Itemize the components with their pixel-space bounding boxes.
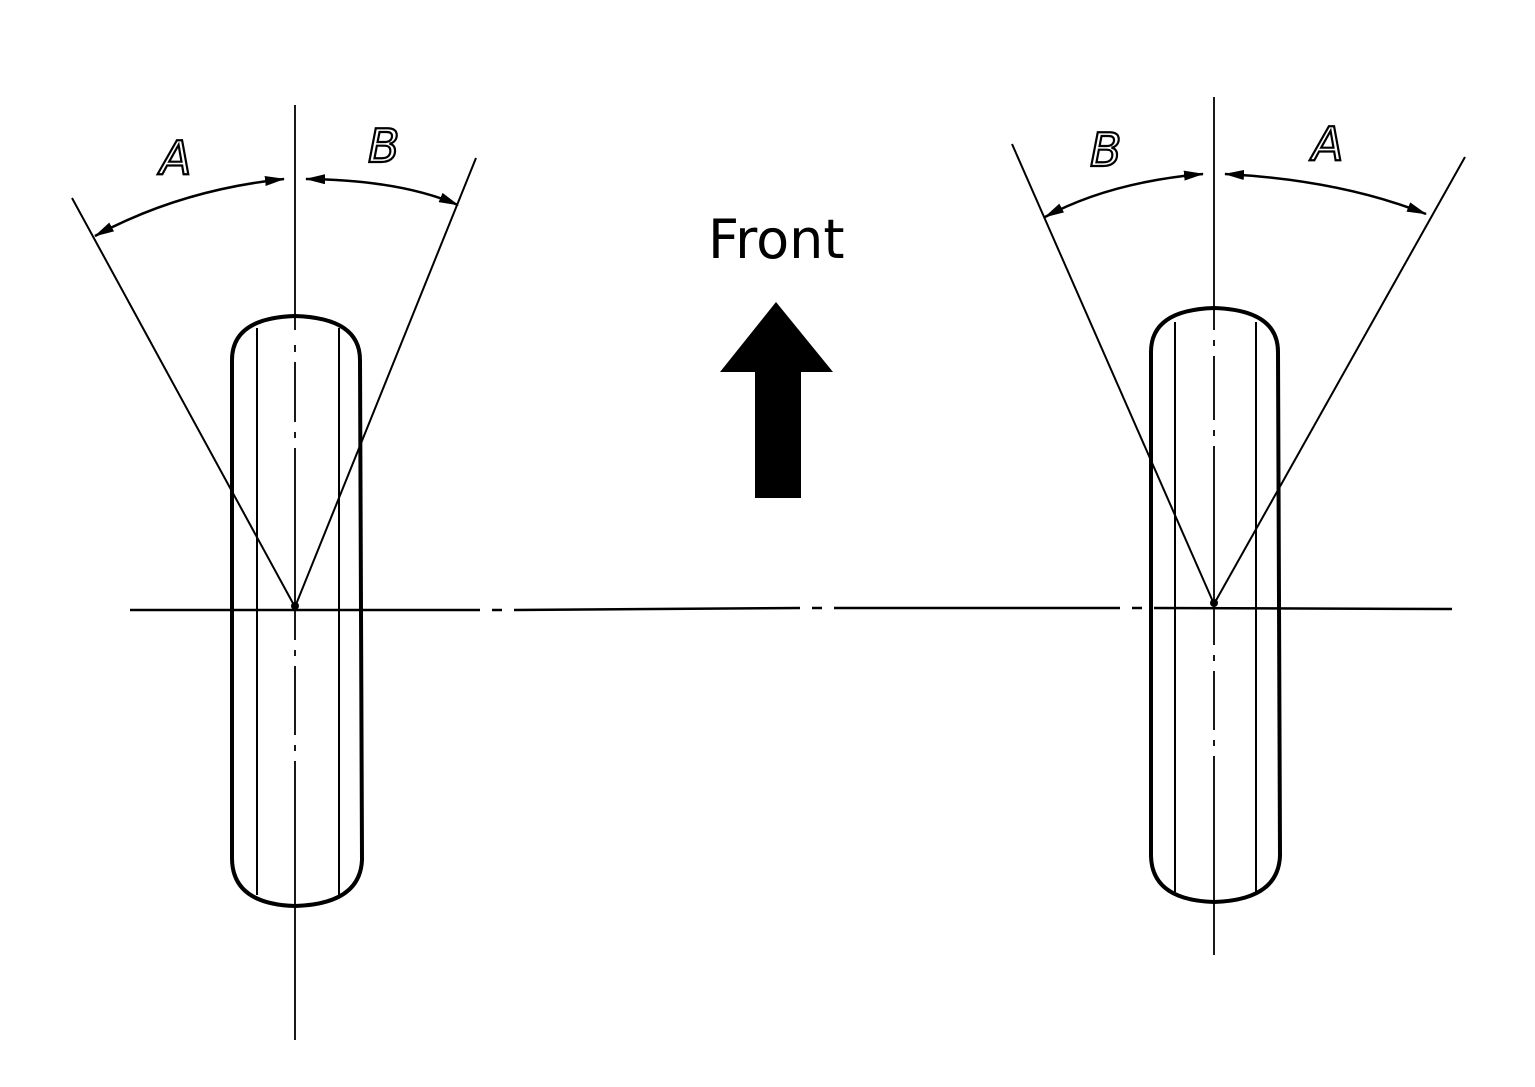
right-angle-b-label: B: [1090, 123, 1122, 177]
right-angle-a-label: A: [1309, 117, 1343, 171]
left-angle-ray-a: [71, 197, 296, 608]
left-angle-b-label: B: [368, 119, 400, 173]
left-angle-a-arc: [94, 176, 285, 238]
right-angle-ray-b: [1011, 143, 1215, 605]
right-angle-b-arc: [1044, 170, 1204, 219]
right-angle-a-arc: [1224, 169, 1427, 216]
front-indicator: Front: [708, 208, 845, 498]
right-pivot-point: [1210, 599, 1218, 607]
left-wheel-assembly: A B: [71, 105, 477, 1040]
left-angle-a-label: A: [157, 131, 191, 185]
right-wheel-assembly: B A: [1011, 97, 1466, 955]
front-arrow-icon: [720, 302, 833, 498]
left-pivot-point: [291, 602, 299, 610]
left-tire-outline: [230, 313, 365, 909]
right-tire-outline: [1149, 305, 1283, 905]
axle-centerline: [130, 606, 1453, 612]
left-angle-b-arc: [305, 174, 459, 207]
right-angle-ray-a: [1213, 156, 1466, 605]
front-label: Front: [708, 208, 845, 271]
left-angle-ray-b: [294, 157, 477, 608]
